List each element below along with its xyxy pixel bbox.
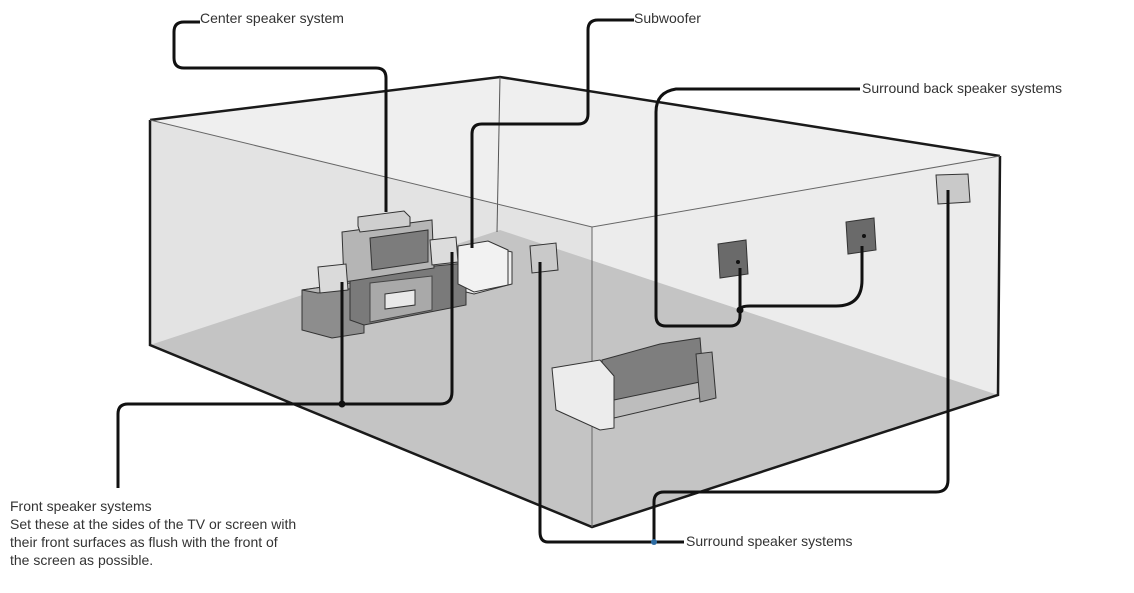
surround-back-label: Surround back speaker systems bbox=[862, 80, 1062, 96]
tv-stand-group bbox=[301, 210, 513, 339]
room-back-corner bbox=[496, 76, 501, 233]
surround-back-left-speaker bbox=[717, 239, 749, 279]
subwoofer-box bbox=[457, 240, 509, 293]
front-speaker-description: Front speaker systems Set these at the s… bbox=[10, 497, 430, 569]
front-speaker-note-line-2: their front surfaces as flush with the f… bbox=[10, 534, 278, 550]
front-speaker-note-line-1: Set these at the sides of the TV or scre… bbox=[10, 516, 297, 532]
surround-left-speaker bbox=[529, 242, 559, 274]
surround-back-right-speaker bbox=[845, 217, 877, 255]
subwoofer-label: Subwoofer bbox=[634, 10, 701, 26]
center-speaker bbox=[357, 210, 411, 233]
surround-junction-dot bbox=[651, 539, 657, 545]
sofa-left-arm bbox=[551, 359, 615, 431]
sofa-right-arm bbox=[695, 351, 717, 403]
front-speaker-title: Front speaker systems bbox=[10, 498, 152, 514]
surround-back-leader-line bbox=[654, 87, 860, 328]
front-right-speaker bbox=[429, 236, 459, 266]
surround-label: Surround speaker systems bbox=[686, 533, 853, 549]
subwoofer-leader-line bbox=[470, 18, 634, 248]
back-wall bbox=[150, 77, 1000, 227]
center-leader-line bbox=[172, 20, 388, 212]
surround-speakers bbox=[529, 173, 971, 279]
front-leader-line bbox=[116, 252, 454, 488]
room bbox=[148, 75, 1002, 529]
surround-right-speaker bbox=[935, 173, 971, 205]
sofa bbox=[551, 337, 717, 431]
surround-leader-branch bbox=[652, 190, 950, 542]
tv-screen bbox=[369, 229, 429, 271]
center-unit bbox=[384, 289, 416, 310]
front-speaker-note-line-3: the screen as possible. bbox=[10, 552, 154, 568]
surround-leader-line bbox=[538, 262, 684, 544]
center-speaker-label: Center speaker system bbox=[200, 10, 344, 26]
